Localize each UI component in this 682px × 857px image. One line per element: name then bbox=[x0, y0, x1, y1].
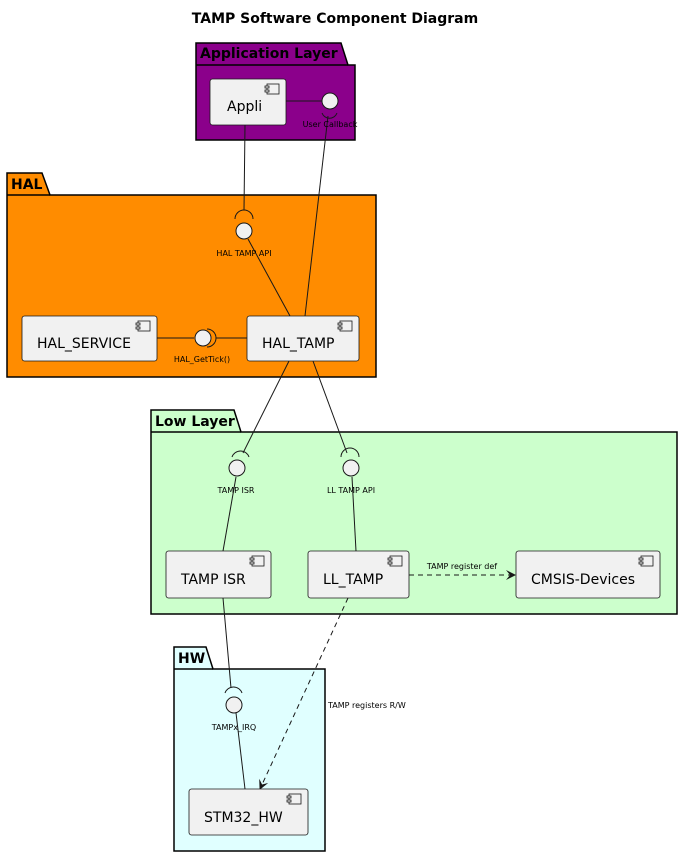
edge-tamp-registers-rw bbox=[259, 597, 349, 790]
component-label-hal-tamp: HAL_TAMP bbox=[262, 336, 334, 352]
interface-label-tampx-irq: TAMPx_IRQ bbox=[211, 723, 256, 732]
edge-tamp-isr-tampx-irq bbox=[222, 597, 232, 689]
interface-label-user-callback: User Callback bbox=[303, 120, 358, 129]
interface-label-hal-tamp-api: HAL TAMP API bbox=[216, 249, 271, 258]
component-hal-tamp: HAL_TAMP bbox=[246, 315, 360, 362]
connections bbox=[157, 100, 516, 790]
edge-hal-tamp-api-provider bbox=[247, 238, 291, 317]
package-label-hw: HW bbox=[178, 651, 205, 667]
interface-tamp-isr bbox=[228, 459, 246, 477]
interface-hal-gettick bbox=[194, 329, 212, 347]
edge-tamp-isr-provider bbox=[222, 476, 237, 552]
edge-appli-hal-tamp-api bbox=[243, 124, 246, 211]
component-tamp-isr: TAMP ISR bbox=[165, 550, 272, 599]
component-label-cmsis-devices: CMSIS-Devices bbox=[531, 572, 635, 588]
socket-tamp-isr bbox=[231, 450, 250, 458]
component-ll-tamp: LL_TAMP bbox=[307, 550, 410, 599]
interface-hal-tamp-api bbox=[235, 222, 253, 240]
socket-hal-tamp-api bbox=[234, 209, 254, 220]
interface-label-tamp-isr: TAMP ISR bbox=[216, 486, 254, 495]
edge-ll-tamp-provider bbox=[351, 476, 357, 552]
package-label-application-layer: Application Layer bbox=[200, 46, 338, 62]
interface-label-hal-gettick: HAL_GetTick() bbox=[174, 355, 230, 364]
component-label-appli: Appli bbox=[227, 99, 262, 115]
edge-label-tamp-registers-rw: TAMP registers R/W bbox=[327, 701, 406, 710]
socket-tampx-irq bbox=[224, 686, 243, 694]
package-label-low-layer: Low Layer bbox=[155, 414, 235, 430]
interface-ll-tamp-api bbox=[342, 459, 360, 477]
interface-label-ll-tamp-api: LL TAMP API bbox=[327, 486, 375, 495]
edge-label-tamp-register-def: TAMP register def bbox=[426, 562, 497, 571]
socket-ll-tamp-api bbox=[340, 447, 360, 458]
package-label-hal: HAL bbox=[11, 177, 43, 193]
component-label-ll-tamp: LL_TAMP bbox=[323, 572, 383, 588]
component-hal-service: HAL_SERVICE bbox=[21, 315, 158, 362]
component-stm32-hw: STM32_HW bbox=[188, 788, 309, 836]
edge-hal-tamp-tamp-isr bbox=[242, 360, 290, 454]
interface-tampx-irq bbox=[225, 696, 243, 714]
socket-hal-gettick bbox=[206, 328, 217, 348]
component-label-stm32-hw: STM32_HW bbox=[204, 810, 283, 826]
socket-user-callback bbox=[321, 112, 338, 119]
component-cmsis-devices: CMSIS-Devices bbox=[515, 550, 661, 599]
component-label-hal-service: HAL_SERVICE bbox=[37, 336, 131, 352]
component-appli: Appli bbox=[209, 78, 287, 126]
edge-hal-tamp-user-callback bbox=[304, 115, 329, 317]
diagram-title: TAMP Software Component Diagram bbox=[192, 11, 478, 27]
interface-user-callback bbox=[321, 92, 339, 110]
component-label-tamp-isr: TAMP ISR bbox=[180, 572, 246, 588]
edge-hal-tamp-ll-api bbox=[312, 360, 348, 454]
edge-stm32-hw-provider bbox=[235, 712, 246, 790]
